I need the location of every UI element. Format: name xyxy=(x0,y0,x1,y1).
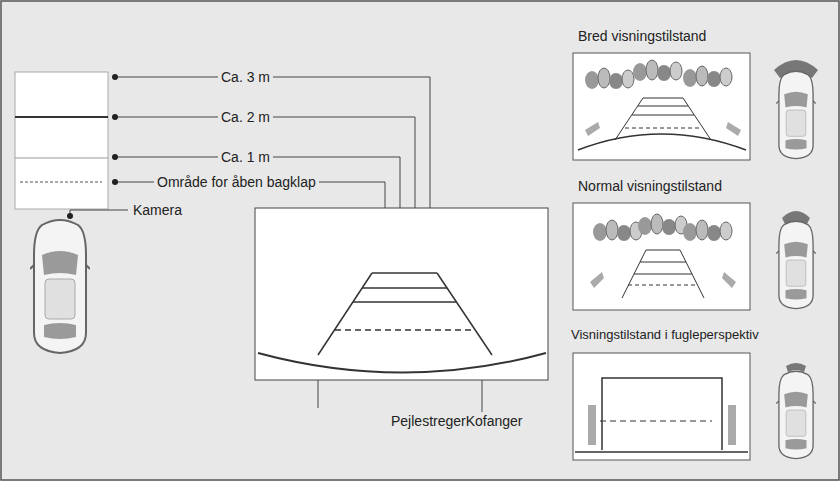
wide-view-panel xyxy=(573,53,750,160)
camera-label: Kamera xyxy=(130,201,185,219)
car-icon xyxy=(776,371,815,458)
view-mode-title: Bred visningstilstand xyxy=(578,27,706,45)
tailgate-area-label: Område for åben bagklap xyxy=(154,173,319,191)
car-icon xyxy=(776,221,815,308)
distance-label: Ca. 3 m xyxy=(218,68,273,86)
guideline-bumper-label: PejlestregerKofanger xyxy=(388,412,526,430)
car-top-view xyxy=(30,220,90,353)
distance-scale xyxy=(15,72,108,209)
view-mode-title: Visningstilstand i fugleperspektiv xyxy=(571,326,759,344)
view-mode-title: Normal visningstilstand xyxy=(578,177,722,195)
car-icon xyxy=(776,71,815,158)
normal-view-panel xyxy=(573,203,750,310)
camera-screen xyxy=(255,208,548,380)
birds-eye-panel xyxy=(573,353,750,460)
distance-label: Ca. 1 m xyxy=(218,148,273,166)
distance-label: Ca. 2 m xyxy=(218,108,273,126)
